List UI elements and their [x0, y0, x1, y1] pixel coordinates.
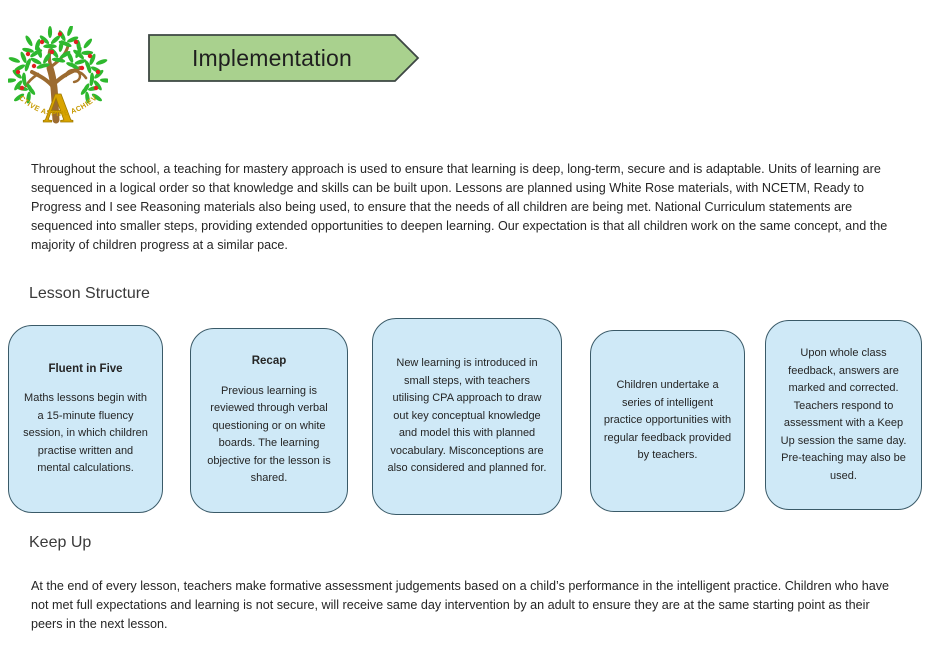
lesson-box-intelligent-practice: Children undertake a series of intellige…: [590, 330, 745, 512]
lesson-box-title: Recap: [251, 355, 287, 368]
implementation-banner: Implementation: [148, 34, 420, 82]
lesson-box-recap: Recap Previous learning is reviewed thro…: [190, 328, 348, 513]
lesson-box-text: Upon whole class feedback, answers are m…: [780, 347, 907, 482]
lesson-box-title: Fluent in Five: [48, 362, 123, 375]
keep-up-paragraph: At the end of every lesson, teachers mak…: [31, 578, 890, 631]
keep-up-heading: Keep Up: [29, 534, 92, 551]
lesson-box-text: Children undertake a series of intellige…: [603, 379, 732, 462]
lesson-structure-heading: Lesson Structure: [29, 285, 150, 302]
lesson-box-text: Previous learning is reviewed through ve…: [207, 384, 331, 485]
lesson-box-fluent-in-five: Fluent in Five Maths lessons begin with …: [8, 325, 163, 513]
arrow-banner-shape: [148, 34, 420, 82]
page-title: Implementation: [191, 44, 353, 71]
lesson-box-text: New learning is introduced in small step…: [387, 357, 547, 475]
lesson-box-text: Maths lessons begin with a 15-minute flu…: [23, 392, 148, 474]
lesson-box-new-learning: New learning is introduced in small step…: [372, 318, 562, 515]
lesson-box-feedback: Upon whole class feedback, answers are m…: [765, 320, 922, 510]
intro-paragraph: Throughout the school, a teaching for ma…: [31, 161, 888, 253]
logo-letter: A: [43, 86, 74, 130]
